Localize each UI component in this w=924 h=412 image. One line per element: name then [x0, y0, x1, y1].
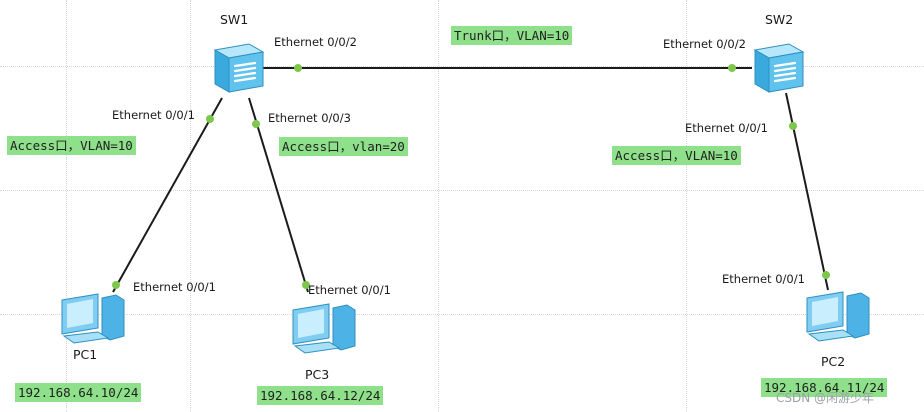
ip-label-pc2[interactable]: 192.168.64.11/24 [761, 378, 888, 397]
grid-line [0, 190, 924, 191]
link-sw1-pc1[interactable] [112, 97, 223, 293]
device-label-pc2: PC2 [821, 354, 846, 369]
pc-icon[interactable] [803, 288, 873, 344]
device-label-sw2: SW2 [765, 12, 794, 27]
port-label-sw2-e002: Ethernet 0/0/2 [663, 37, 746, 51]
pc-icon[interactable] [58, 290, 128, 346]
grid-line [438, 0, 439, 412]
note-sw2-access-pc2[interactable]: Access口，VLAN=10 [612, 146, 741, 165]
ip-label-pc3[interactable]: 192.168.64.12/24 [257, 386, 384, 405]
port-dot-pc3-e001 [302, 281, 310, 289]
grid-line [0, 66, 924, 67]
note-sw1-access-pc1[interactable]: Access口，VLAN=10 [7, 136, 136, 155]
switch-icon[interactable] [209, 40, 265, 96]
device-label-pc3: PC3 [305, 367, 330, 382]
link-sw1-pc3[interactable] [248, 97, 309, 293]
port-dot-sw2-e002 [728, 64, 736, 72]
ip-label-pc1[interactable]: 192.168.64.10/24 [15, 383, 142, 402]
grid-line [0, 314, 924, 315]
port-dot-pc2-e001 [822, 271, 830, 279]
grid-line [66, 0, 67, 412]
port-label-sw2-e001: Ethernet 0/0/1 [685, 121, 768, 135]
device-label-pc1: PC1 [73, 347, 98, 362]
port-label-sw1-e001: Ethernet 0/0/1 [112, 108, 195, 122]
device-label-sw1: SW1 [220, 12, 249, 27]
note-trunk[interactable]: Trunk口，VLAN=10 [451, 26, 573, 45]
port-dot-sw1-e003 [252, 120, 260, 128]
port-label-sw1-e003: Ethernet 0/0/3 [268, 111, 351, 125]
pc-icon[interactable] [289, 300, 359, 356]
watermark: CSDN @闲游少年 [776, 391, 875, 405]
grid-line [190, 0, 191, 412]
port-dot-pc1-e001 [112, 281, 120, 289]
port-label-pc2-e001: Ethernet 0/0/1 [722, 272, 805, 286]
port-dot-sw2-e001 [789, 122, 797, 130]
port-label-pc1-e001: Ethernet 0/0/1 [133, 280, 216, 294]
switch-icon[interactable] [749, 40, 805, 96]
port-label-pc3-e001: Ethernet 0/0/1 [308, 283, 391, 297]
port-dot-sw1-e002 [294, 64, 302, 72]
grid-line [686, 0, 687, 412]
port-dot-sw1-e001 [206, 115, 214, 123]
note-sw1-access-pc3[interactable]: Access口，vlan=20 [279, 137, 408, 156]
port-label-sw1-e002: Ethernet 0/0/2 [274, 35, 357, 49]
